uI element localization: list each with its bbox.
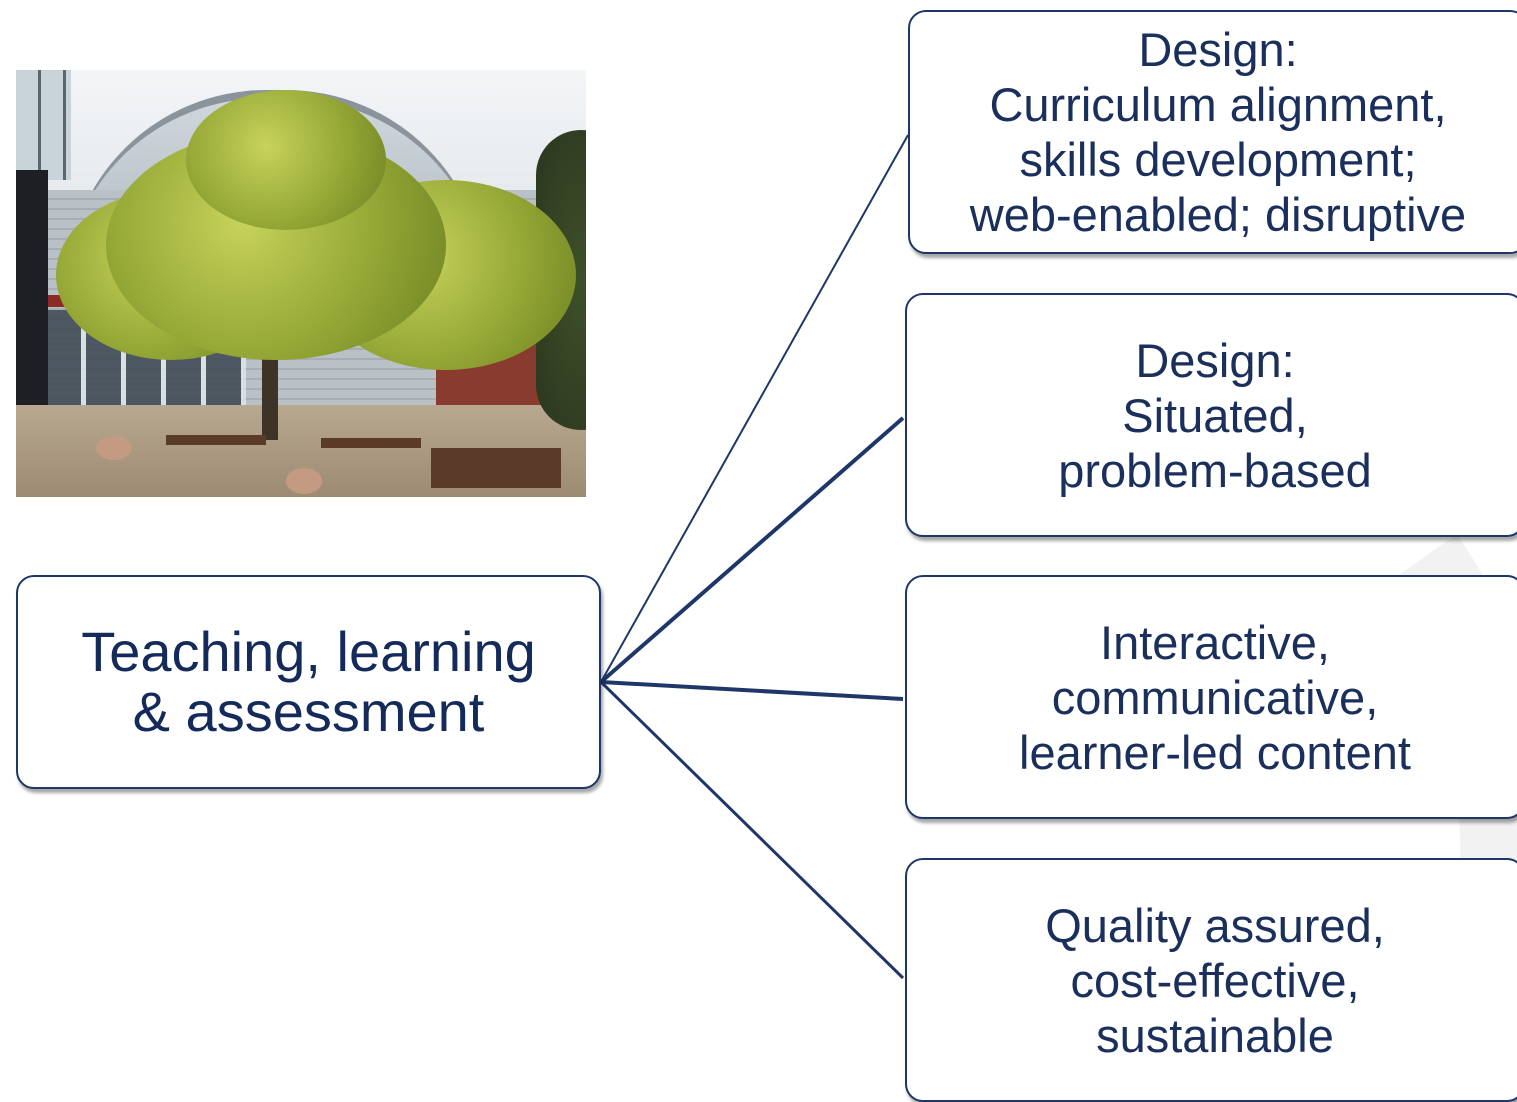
child-node-interactive: Interactive, communicative, learner-led …: [905, 575, 1517, 819]
child-node-line: problem-based: [1058, 443, 1372, 497]
courtyard-tree-photo: [16, 70, 586, 497]
child-node-line: cost-effective,: [1070, 953, 1360, 1007]
child-node-line: Curriculum alignment,: [989, 78, 1447, 131]
connector-line-4: [599, 680, 905, 980]
connector-line-2: [599, 416, 905, 684]
child-node-line: Interactive,: [1100, 615, 1330, 669]
root-node-teaching-learning-assessment: Teaching, learning & assessment: [16, 575, 601, 789]
child-node-line: skills development;: [1019, 133, 1417, 186]
child-node-quality-assured: Quality assured, cost-effective, sustain…: [905, 858, 1517, 1102]
child-node-design-curriculum: Design: Curriculum alignment, skills dev…: [908, 10, 1517, 254]
child-node-line: communicative,: [1051, 670, 1379, 724]
child-node-line: Situated,: [1122, 388, 1308, 442]
child-node-line: web-enabled; disruptive: [969, 188, 1467, 241]
child-node-line: Quality assured,: [1045, 898, 1385, 952]
child-node-design-situated: Design: Situated, problem-based: [905, 293, 1517, 537]
connector-line-3: [600, 680, 904, 701]
root-node-line: & assessment: [132, 680, 485, 743]
child-node-line: Design:: [1135, 333, 1295, 387]
child-node-line: learner-led content: [1019, 725, 1411, 779]
child-node-line: Design:: [1138, 23, 1298, 76]
connector-line-1: [600, 134, 909, 683]
child-node-line: sustainable: [1096, 1008, 1334, 1062]
root-node-line: Teaching, learning: [81, 620, 536, 683]
